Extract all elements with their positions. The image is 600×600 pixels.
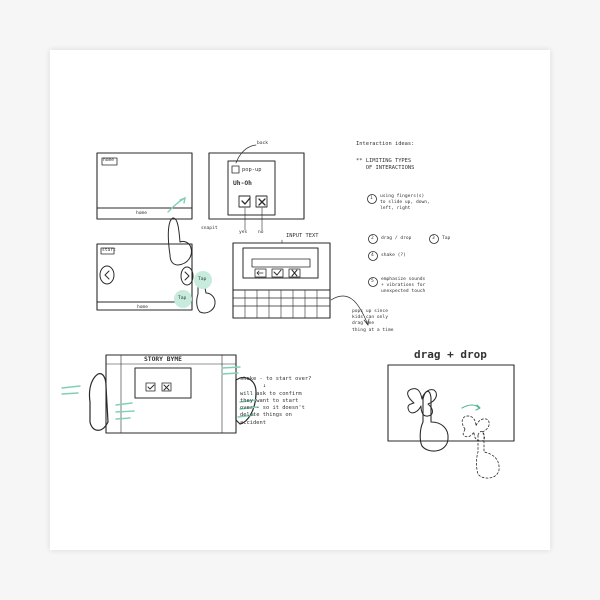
popup-title: pop-up bbox=[242, 167, 262, 173]
popup-text: Uh-Oh bbox=[233, 180, 252, 187]
shake-note: shake - to start over? ↓ will ask to con… bbox=[240, 376, 312, 426]
idea-item-2: drag / drop bbox=[381, 236, 412, 241]
yes-label: yes bbox=[239, 230, 248, 235]
frame3-bottom-label: home bbox=[137, 305, 149, 310]
snapit-label: snapit bbox=[201, 226, 218, 231]
idea-item-3: Tap bbox=[442, 236, 451, 241]
keyboard-note: pops up since kids can only drag one thi… bbox=[352, 309, 394, 333]
ideas-title: Interaction ideas: bbox=[356, 141, 415, 147]
input-text-label: INPUT TEXT bbox=[286, 233, 319, 239]
no-label: no bbox=[258, 230, 264, 235]
idea-number-4: 4 bbox=[371, 253, 374, 258]
tap-label-2: Tap bbox=[178, 296, 187, 301]
sketch-drawing bbox=[61, 144, 515, 479]
frame1-bottom-label: home bbox=[136, 211, 148, 216]
drag-drop-title: drag + drop bbox=[414, 348, 487, 361]
idea-item-5: emphasize sounds + vibrations for unexpe… bbox=[381, 277, 426, 295]
idea-number-1: 1 bbox=[370, 196, 373, 201]
idea-number-2: 2 bbox=[371, 236, 374, 241]
story-title: STORY BYME bbox=[144, 356, 182, 363]
frame1-tag: home bbox=[103, 158, 115, 163]
idea-item-4: shake (?) bbox=[381, 253, 406, 258]
idea-item-1: using fingers(s) to slide up, down, left… bbox=[380, 194, 430, 212]
tap-label-1: Tap bbox=[198, 277, 207, 282]
idea-number-5: 5 bbox=[371, 279, 374, 284]
idea-number-3: 3 bbox=[432, 236, 435, 241]
frame3-tag: start bbox=[102, 248, 116, 253]
ideas-limiting: ** LIMITING TYPES OF INTERACTIONS bbox=[356, 158, 415, 172]
frame2-back-annotation: back bbox=[257, 141, 269, 146]
sketch-paper: home home back pop-up Uh-Oh yes no snapi… bbox=[50, 50, 550, 550]
